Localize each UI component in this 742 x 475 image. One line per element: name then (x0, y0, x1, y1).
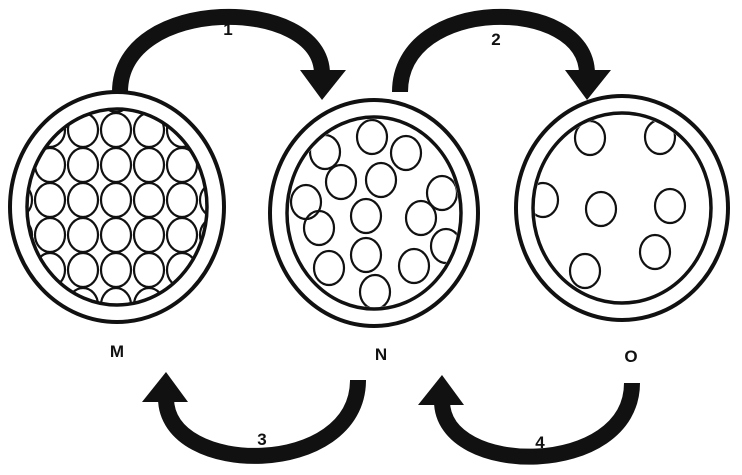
particle (27, 181, 34, 219)
arrow-head (418, 375, 464, 405)
particle (33, 109, 67, 114)
particle (355, 119, 389, 156)
particle (302, 209, 336, 247)
particle (27, 216, 34, 254)
particle (397, 247, 431, 285)
particle (233, 323, 263, 357)
particle (134, 323, 164, 357)
arrow-shaft (434, 382, 640, 465)
particle (404, 199, 438, 237)
particle (312, 249, 346, 287)
particle (198, 181, 207, 219)
particle (68, 323, 98, 357)
arrow-head (142, 372, 188, 402)
particle (27, 109, 34, 114)
arrow-shaft (112, 8, 330, 93)
container-label-m: M (109, 342, 125, 361)
particle (198, 216, 207, 254)
particle (425, 174, 459, 212)
arrow-2 (392, 8, 611, 100)
arrow-4 (418, 375, 640, 465)
particle (233, 218, 263, 252)
arrow-3 (142, 372, 366, 464)
particle (132, 286, 166, 305)
particle (568, 252, 602, 290)
particle (167, 323, 197, 357)
particle (99, 286, 133, 305)
arrow-label-2: 2 (491, 30, 501, 49)
container-label-n: N (374, 345, 388, 364)
particle (2, 323, 32, 357)
arrow-head (300, 70, 346, 100)
particle (198, 286, 207, 305)
particle (389, 134, 423, 172)
particle (233, 113, 263, 147)
arrow-label-1: 1 (223, 20, 233, 39)
particle (233, 253, 263, 287)
particle (35, 323, 65, 357)
arrow-head (565, 70, 611, 100)
particle (364, 161, 398, 199)
particle (358, 273, 392, 307)
particle (198, 109, 207, 114)
particle (584, 190, 618, 228)
particle (233, 148, 263, 182)
particle (638, 233, 672, 271)
particle (653, 187, 687, 225)
container-o (514, 94, 730, 322)
particle (349, 236, 383, 274)
arrow-label-3: 3 (257, 430, 267, 449)
arrow-shaft (158, 379, 366, 464)
inner-wall (285, 115, 463, 311)
inner-wall (531, 111, 713, 305)
inner-wall (25, 107, 209, 307)
particle (324, 163, 358, 201)
particle (233, 78, 263, 112)
particle (27, 286, 34, 305)
container-label-o: O (624, 347, 638, 366)
particle (66, 286, 100, 305)
container-m (2, 78, 263, 357)
outer-wall (268, 98, 480, 328)
particles (535, 118, 687, 290)
container-n (268, 98, 480, 328)
arrow-label-4: 4 (535, 433, 545, 452)
arrow-shaft (392, 8, 595, 93)
outer-wall (514, 94, 730, 322)
particle (233, 288, 263, 322)
particle (349, 197, 383, 235)
particle (200, 323, 230, 357)
arrow-1 (112, 8, 346, 100)
particle (233, 183, 263, 217)
particle (535, 181, 560, 219)
